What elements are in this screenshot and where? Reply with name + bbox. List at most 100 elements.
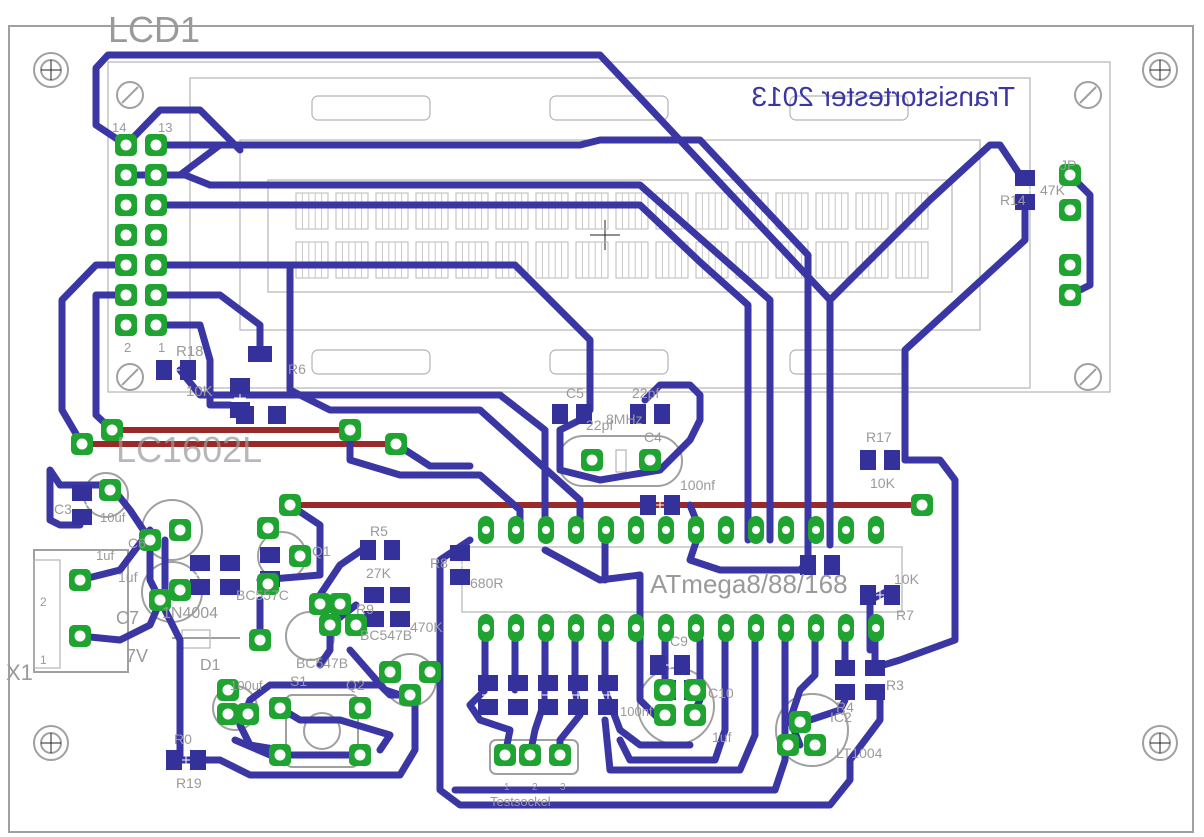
r5-value: 27K	[366, 565, 392, 581]
c5-value: 22pf	[586, 417, 613, 433]
pad	[257, 573, 279, 595]
d1-label: D1	[200, 657, 221, 674]
pad	[269, 697, 291, 719]
pad	[145, 254, 167, 276]
c4-value: 22pf	[632, 385, 659, 401]
trimmer-r6	[236, 346, 286, 424]
lcd-cell	[455, 192, 489, 230]
c9-value: 100nf	[620, 704, 653, 719]
pad	[257, 517, 279, 539]
mounting-hole-tl	[33, 52, 69, 88]
pin-13-label: 13	[158, 120, 172, 135]
c7-label: C7	[116, 608, 139, 628]
pad	[581, 449, 603, 471]
c6-value: 1uf	[96, 548, 114, 563]
lcd-cell	[815, 241, 849, 279]
pin-1-label: 1	[158, 340, 165, 355]
r18-label: R18	[176, 343, 204, 360]
pad	[654, 704, 676, 726]
pad	[309, 593, 331, 615]
r17-label: R17	[866, 429, 892, 445]
pad	[494, 744, 516, 766]
board-title: Transistortester 2013	[751, 81, 1015, 112]
mcu-pin	[748, 516, 764, 544]
testsockel-pin3-label: 3	[560, 782, 566, 793]
lcd-character-cells	[295, 192, 929, 279]
mcu-pin	[808, 614, 824, 642]
mcu-pin	[478, 516, 494, 544]
r8-label: R8	[430, 555, 448, 571]
q3-type: BC547B	[360, 627, 412, 643]
wire-bridges	[79, 427, 925, 508]
smd-component	[552, 404, 592, 424]
lcd-cell	[575, 192, 609, 230]
c10-label: C10	[708, 685, 734, 701]
mcu-pin	[538, 516, 554, 544]
q1-label: Q1	[312, 543, 331, 559]
mounting-hole-tr	[1142, 52, 1178, 88]
smd-component	[166, 750, 206, 770]
smd-component	[508, 675, 528, 715]
r19-label: R19	[176, 775, 202, 791]
pad	[115, 194, 137, 216]
pad	[99, 479, 121, 501]
lcd-cell	[455, 241, 489, 279]
mcu-pin	[868, 516, 884, 544]
smd-component	[72, 485, 92, 525]
pad	[115, 314, 137, 336]
s1-label: S1	[290, 673, 307, 689]
pad	[169, 579, 191, 601]
smd-component	[538, 675, 558, 715]
c10-value: 1uf	[712, 729, 732, 745]
testsockel-pin1-label: 1	[504, 782, 510, 793]
lcd-cell	[335, 241, 369, 279]
q2-label: Q2	[346, 677, 365, 693]
pad	[145, 134, 167, 156]
mcu-pin	[838, 614, 854, 642]
smd-component	[220, 555, 240, 595]
diode-type-label: 1N4004	[162, 605, 218, 622]
pad	[145, 164, 167, 186]
pad	[71, 433, 93, 455]
pad	[115, 164, 137, 186]
smd-component	[800, 555, 840, 575]
q1-type: BC557C	[236, 587, 289, 603]
mcu-pin	[718, 516, 734, 544]
mcu-pin	[808, 516, 824, 544]
pad	[549, 744, 571, 766]
smd-component	[450, 545, 470, 585]
pad	[145, 224, 167, 246]
testsockel-label: Testsockel	[490, 794, 551, 809]
mcu-pin	[508, 516, 524, 544]
crystal-label: 8MHz	[606, 411, 643, 427]
r3-label: R3	[886, 677, 904, 693]
r6-label: R6	[288, 361, 306, 377]
lcd-cell	[535, 192, 569, 230]
r7-label: R7	[896, 607, 914, 623]
pad	[101, 419, 123, 441]
jp-label: JP	[1060, 157, 1076, 173]
mcu-pin	[538, 614, 554, 642]
pad	[777, 734, 799, 756]
c9-label: C9	[670, 633, 688, 649]
mcu-pin	[868, 614, 884, 642]
pad	[115, 254, 137, 276]
smd-component	[640, 495, 680, 515]
silk-labels: LCD1 LC1602L Transistortester 2013 ATmeg…	[6, 9, 1076, 809]
mcu-pin	[688, 614, 704, 642]
pad	[329, 593, 351, 615]
c1-value: 100uf	[230, 678, 263, 693]
board-outline	[8, 25, 1194, 833]
smd-component	[568, 675, 588, 715]
pad	[639, 449, 661, 471]
x1-label: X1	[6, 660, 33, 685]
mcu-pin	[748, 614, 764, 642]
lcd-cell	[695, 192, 729, 230]
c8-value: 1uf	[118, 569, 138, 585]
lcd-cell	[615, 241, 649, 279]
smd-component	[860, 585, 900, 605]
mcu-pin	[598, 614, 614, 642]
smd-component	[630, 404, 670, 424]
smd-component	[650, 655, 690, 675]
